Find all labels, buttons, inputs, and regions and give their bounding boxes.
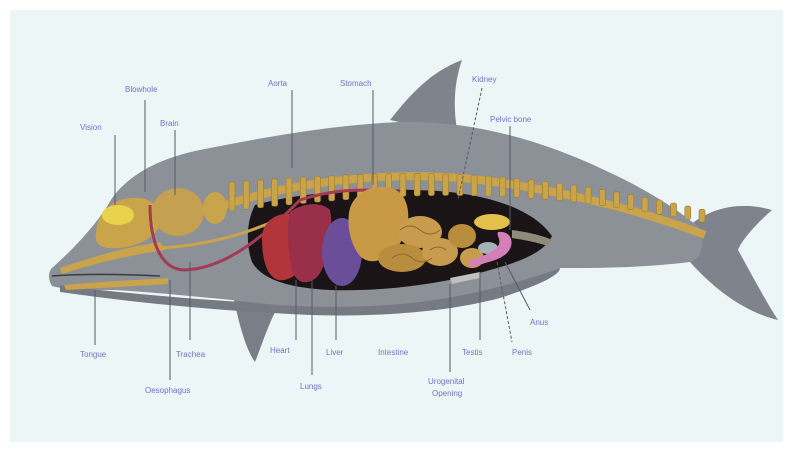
- label-heart: Heart: [270, 346, 290, 355]
- label-blowhole: Blowhole: [125, 85, 158, 94]
- vertebra: [642, 197, 648, 212]
- vertebra: [258, 180, 264, 208]
- vertebra: [557, 183, 563, 201]
- vertebra: [656, 200, 662, 214]
- vertebra: [671, 203, 677, 217]
- label-anus: Anus: [530, 318, 548, 327]
- label-lungs: Lungs: [300, 382, 322, 391]
- vertebra: [614, 192, 620, 208]
- vertebra: [685, 206, 691, 219]
- vertebra: [500, 177, 506, 197]
- label-liver: Liver: [326, 348, 344, 357]
- label-testis: Testis: [462, 348, 482, 357]
- label-stomach: Stomach: [340, 79, 372, 88]
- vertebra: [272, 179, 278, 206]
- label-penis: Penis: [512, 348, 532, 357]
- label-urogenital-line2: Opening: [432, 389, 462, 398]
- label-intestine: Intestine: [378, 348, 409, 357]
- vertebra: [485, 176, 491, 196]
- vertebra: [628, 194, 634, 209]
- vertebra: [229, 182, 235, 211]
- vertebra: [428, 174, 434, 196]
- label-vision: Vision: [80, 123, 102, 132]
- vertebra: [443, 174, 449, 196]
- vertebra: [699, 209, 705, 222]
- kidney-organ: [474, 214, 510, 230]
- vertebra: [471, 175, 477, 196]
- label-oesophagus: Oesophagus: [145, 386, 190, 395]
- label-trachea: Trachea: [176, 350, 206, 359]
- vertebra: [599, 189, 605, 205]
- vertebra: [343, 175, 349, 200]
- brain-organ: [152, 188, 204, 236]
- vertebra: [514, 178, 520, 197]
- vertebra: [528, 180, 534, 199]
- label-pelvic-bone: Pelvic bone: [490, 115, 532, 124]
- label-aorta: Aorta: [268, 79, 288, 88]
- tail-fluke: [690, 206, 778, 320]
- label-brain: Brain: [160, 119, 179, 128]
- label-tongue: Tongue: [80, 350, 107, 359]
- vertebra: [414, 173, 420, 196]
- vertebra: [286, 178, 292, 205]
- vertebra: [542, 181, 548, 199]
- vertebra: [571, 185, 577, 202]
- vertebra: [315, 176, 321, 202]
- vertebra: [400, 173, 406, 196]
- vertebra: [329, 176, 335, 201]
- label-kidney: Kidney: [472, 75, 496, 84]
- label-urogenital-line1: Urogenital: [428, 377, 465, 386]
- neck-vertebra: [203, 192, 227, 224]
- eye: [102, 205, 134, 225]
- vertebra: [243, 181, 249, 209]
- vertebra: [585, 187, 591, 204]
